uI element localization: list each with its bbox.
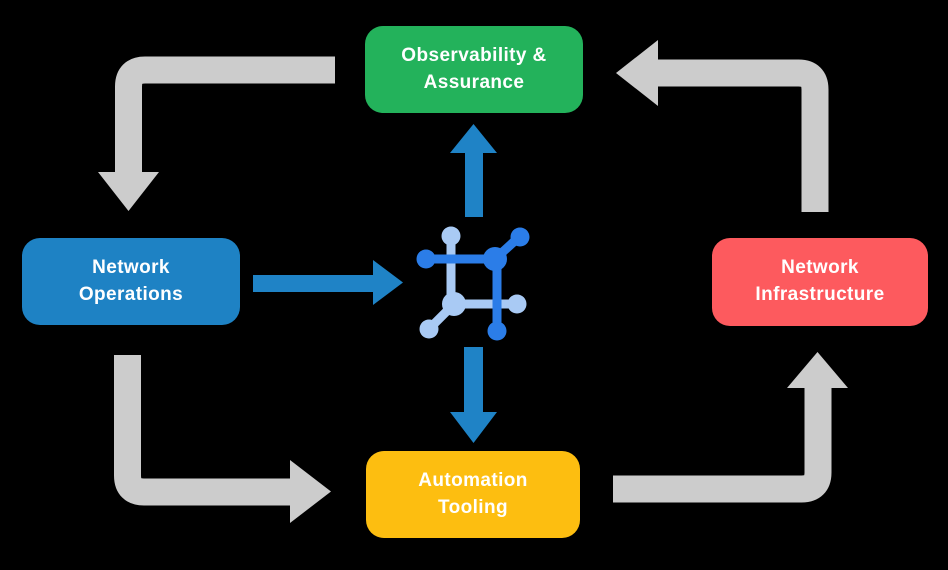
node-observability-assurance: Observability & Assurance [365, 26, 583, 113]
node-automation-tooling: Automation Tooling [366, 451, 580, 538]
arrow-operations-to-tooling [114, 355, 331, 523]
node-label: Infrastructure [755, 284, 885, 305]
arrow-tooling-to-infrastructure [613, 352, 848, 503]
node-label: Network [92, 256, 170, 278]
network-icon-light-parts [419, 226, 527, 339]
node-label: Automation [418, 469, 528, 491]
arrow-platform-to-observability [450, 124, 497, 217]
arrow-infrastructure-to-observability [616, 40, 829, 212]
node-label: Operations [78, 283, 184, 305]
network-platform-icon [416, 226, 530, 341]
node-network-infrastructure: Network Infrastructure [712, 238, 928, 326]
network-icon-dark-parts [416, 227, 530, 341]
arrow-platform-to-tooling [450, 347, 497, 443]
arrow-operations-to-platform [253, 260, 403, 305]
node-label: Assurance [423, 71, 525, 93]
node-label: Network [781, 257, 859, 279]
node-label: Tooling [438, 496, 508, 518]
node-label: Observability & [401, 44, 547, 66]
node-network-operations: Network Operations [22, 238, 240, 325]
arrow-observability-to-operations [98, 56, 335, 211]
